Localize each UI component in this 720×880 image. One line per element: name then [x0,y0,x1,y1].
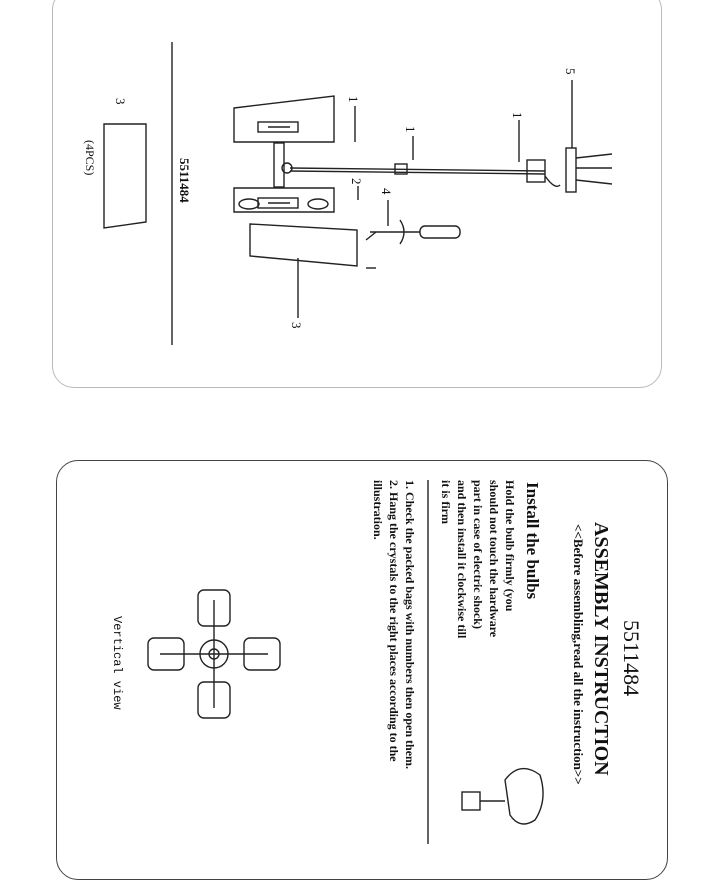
part-label-3a: 3 [113,98,128,105]
upper-shade [233,95,335,143]
step-line: 2. Hang the crystals to the right places… [387,480,401,762]
mounting-bracket [565,147,577,193]
part-label-1c: 1 [510,112,525,119]
socket-illustration [461,791,481,811]
model-number-bottom: 5511484 [619,620,644,697]
part-label-1b: 1 [403,126,418,133]
bulbs-text-line: Hold the bulb firmly (you [503,480,517,612]
model-number-top: 5511484 [177,158,192,203]
rod-coupler [394,163,408,175]
exploded-diagram-panel [52,0,662,388]
canopy-plate [526,159,546,183]
part-label-5: 5 [563,68,578,75]
quantity-note: (4PCS) [83,140,97,175]
screwdriver-handle [419,225,461,239]
part-label-1a: 1 [346,96,361,103]
lower-shade [233,187,335,213]
bulbs-text-line: it is firm [439,480,453,524]
crystal-part-left [103,123,147,229]
bulbs-text-line: part in case of electric shock) [471,480,485,629]
assembly-steps: 1. Check the packed bags with numbers th… [370,480,418,769]
down-rod [289,167,546,172]
vertical-view-label: Vertical view [110,616,124,710]
step-line: illustration. [371,480,385,540]
bulbs-text: Hold the bulb firmly (you should not tou… [438,480,518,638]
vertical-view-shade-top [197,589,231,627]
central-hub [273,142,285,188]
lower-shade-holder [257,197,299,209]
bulb-left [238,198,260,210]
assembly-title: ASSEMBLY INSTRUCTION [590,522,612,776]
vertical-view-shade-bottom [197,681,231,719]
vertical-view-shade-left [147,637,185,671]
part-label-3b: 3 [289,322,304,329]
step-line: 1. Check the packed bags with numbers th… [403,480,417,770]
assembly-subtitle: <<Before assembling,read all the instruc… [571,524,586,785]
upper-shade-holder [257,121,299,133]
bulbs-text-line: and then install it clockwise till [455,480,469,639]
part-label-2: 2 [349,178,364,185]
bulb-right [307,198,329,210]
bulbs-text-line: should not touch the hardware [487,480,501,638]
crystal-part-large [249,223,358,267]
hand-illustration [504,767,544,825]
bulbs-heading: Install the bulbs [523,482,542,600]
vertical-view-shade-right [243,637,281,671]
part-label-4: 4 [379,188,394,195]
